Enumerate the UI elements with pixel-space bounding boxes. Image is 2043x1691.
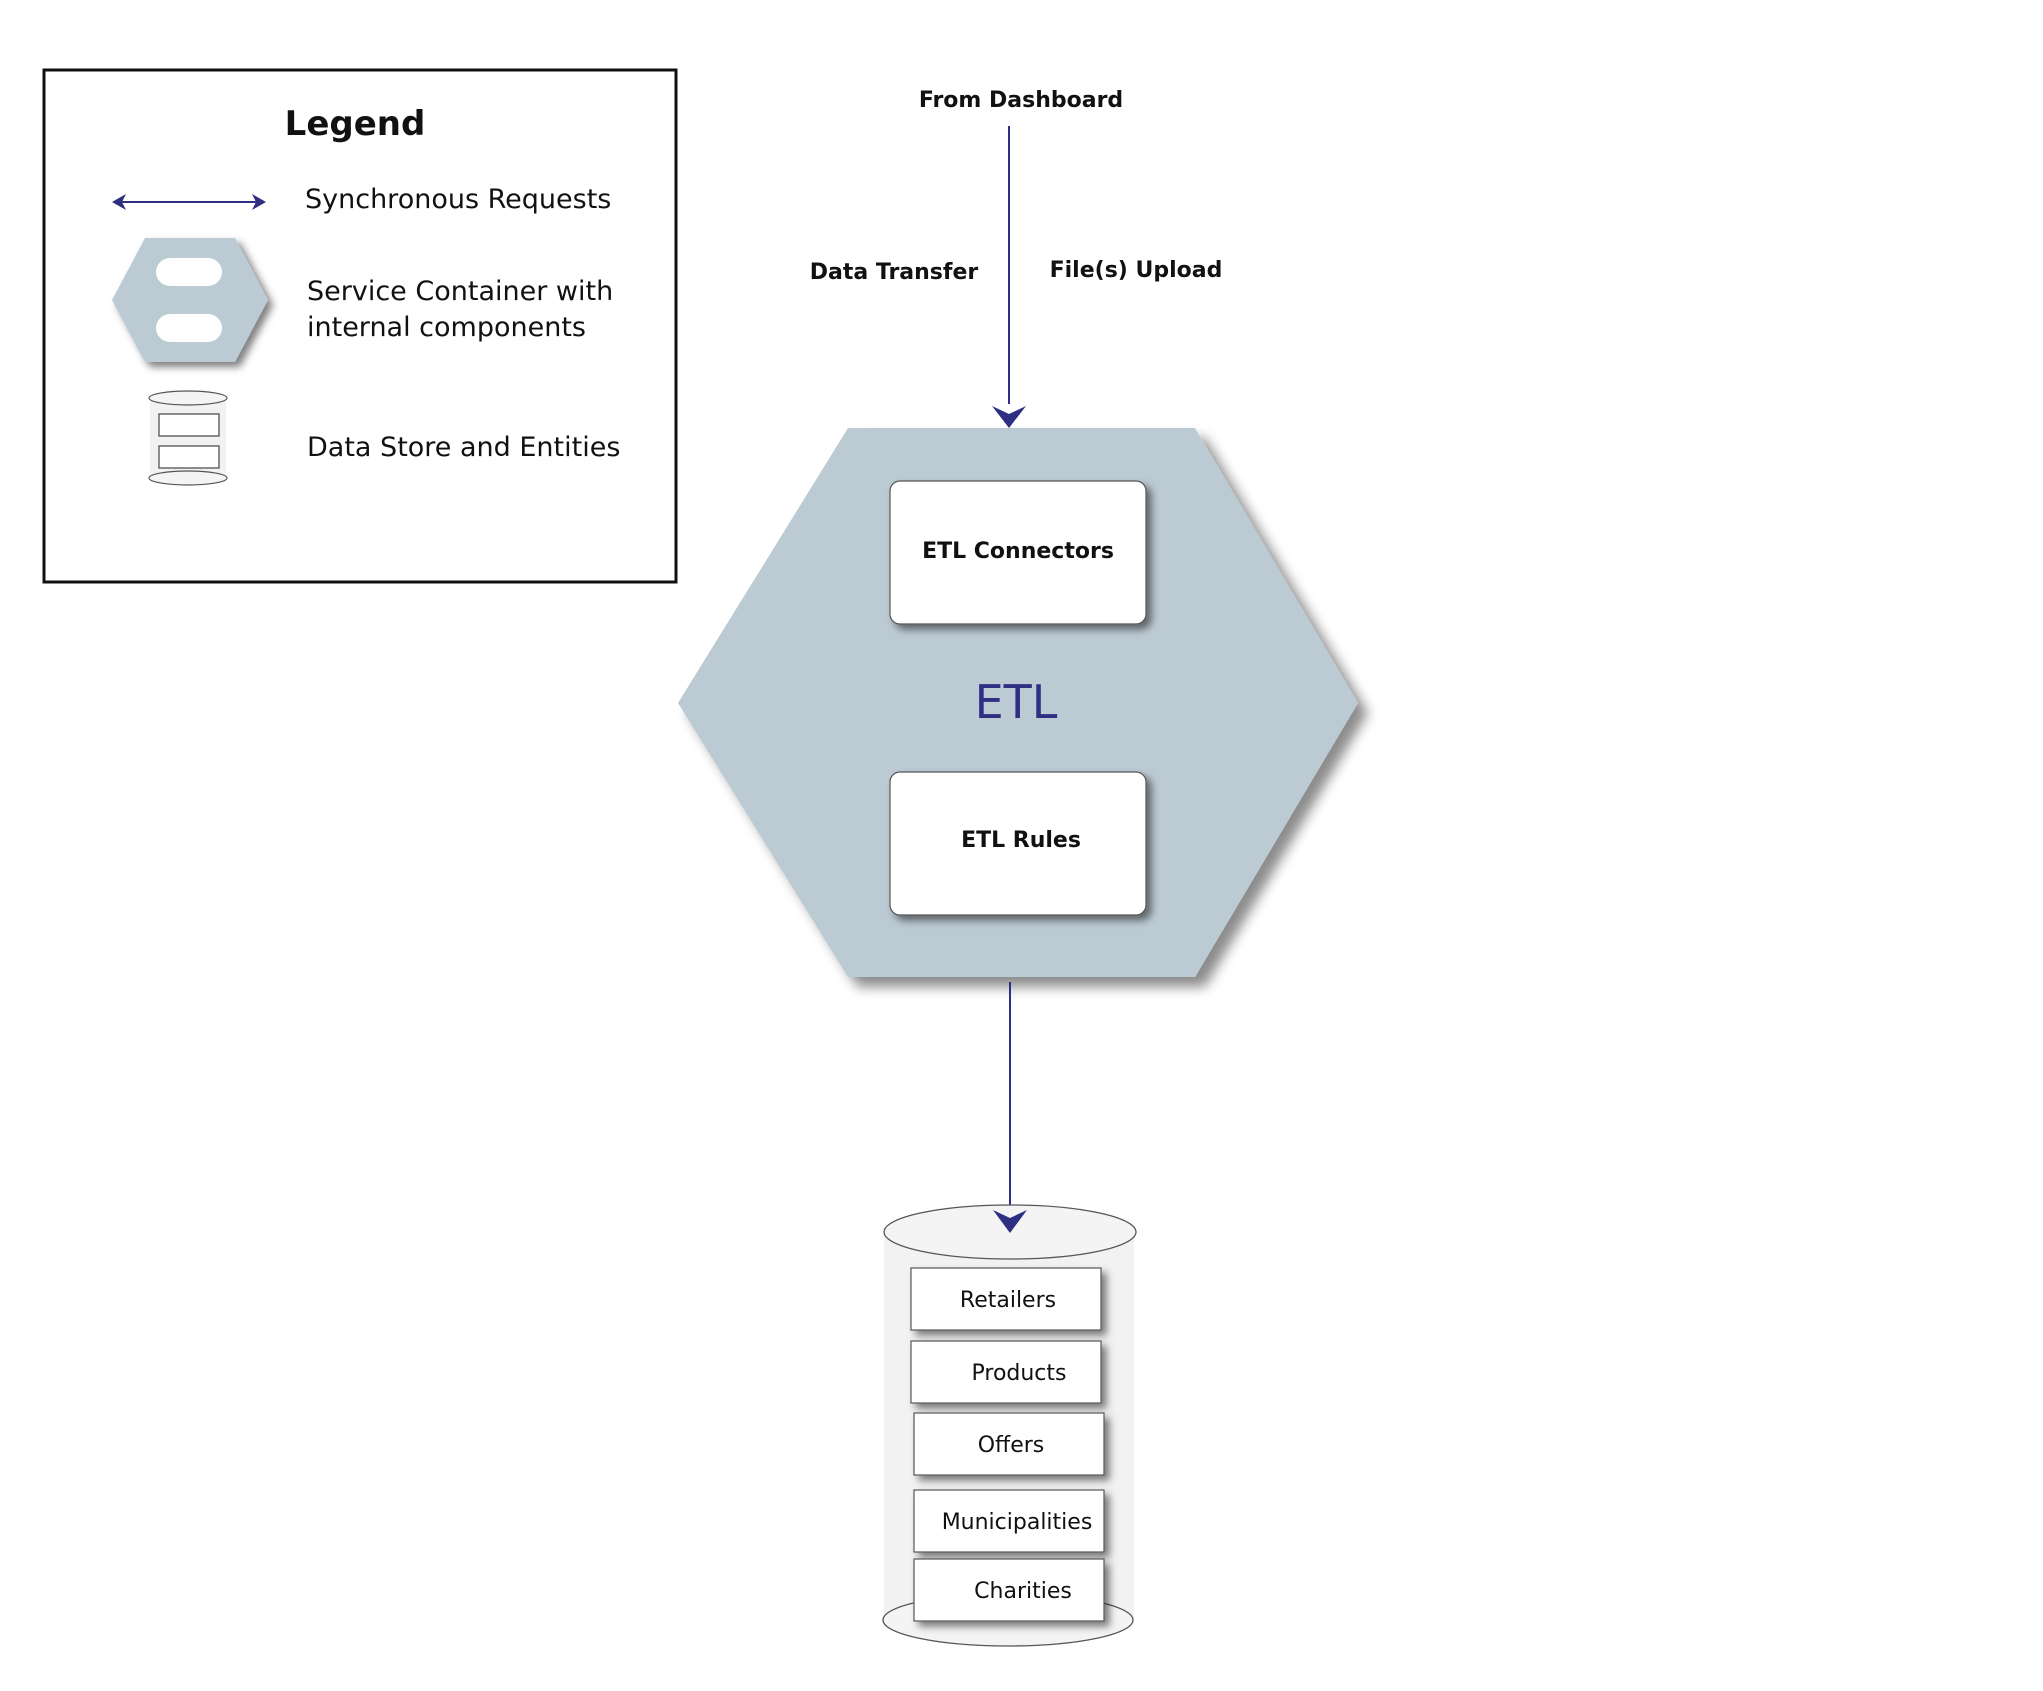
entity-label: Charities xyxy=(974,1579,1072,1604)
datastore-icon xyxy=(148,390,228,486)
component-etl-connectors: ETL Connectors xyxy=(889,480,1147,625)
entity-card: Retailers xyxy=(910,1267,1102,1331)
incoming-arrow xyxy=(992,126,1026,428)
entity-card: Charities xyxy=(913,1558,1105,1622)
entity-label: Products xyxy=(972,1361,1067,1386)
entity-list: RetailersProductsOffersMunicipalitiesCha… xyxy=(910,1267,1105,1622)
arrow-down-icon xyxy=(992,406,1026,428)
legend-container-label-line2: internal components xyxy=(307,312,586,343)
legend-sync-label: Synchronous Requests xyxy=(305,184,611,215)
legend-title: Legend xyxy=(285,104,426,144)
component-etl-rules: ETL Rules xyxy=(889,771,1147,916)
entity-card-box xyxy=(913,1489,1105,1553)
datastore: RetailersProductsOffersMunicipalitiesCha… xyxy=(882,1204,1137,1647)
etl-service-container: ETL Connectors ETL ETL Rules xyxy=(678,428,1358,977)
legend-datastore-label: Data Store and Entities xyxy=(307,432,620,463)
service-container-icon xyxy=(112,238,268,362)
source-label: From Dashboard xyxy=(919,88,1123,113)
entity-card-box xyxy=(913,1412,1105,1476)
service-hexagon xyxy=(678,428,1358,977)
component-label: ETL Rules xyxy=(961,828,1081,853)
entity-label: Offers xyxy=(978,1433,1045,1458)
entity-card-box xyxy=(910,1340,1102,1404)
legend-box: Legend Synchronous Requests Service Cont… xyxy=(42,68,678,584)
entity-card: Municipalities xyxy=(913,1489,1105,1553)
arrow-tip-icon xyxy=(993,1210,1027,1233)
entity-label: Retailers xyxy=(960,1288,1056,1313)
file-upload-label: File(s) Upload xyxy=(1050,258,1223,283)
legend-container-label-line1: Service Container with xyxy=(307,276,613,307)
entity-card: Offers xyxy=(913,1412,1105,1476)
entity-card-box xyxy=(910,1267,1102,1331)
entity-card: Products xyxy=(910,1340,1102,1404)
service-title: ETL xyxy=(975,675,1058,729)
entity-card-box xyxy=(913,1558,1105,1622)
entity-label: Municipalities xyxy=(942,1510,1093,1535)
component-label: ETL Connectors xyxy=(922,539,1114,564)
double-arrow-icon xyxy=(112,194,266,210)
data-transfer-label: Data Transfer xyxy=(810,260,979,285)
outgoing-arrow xyxy=(993,982,1027,1233)
